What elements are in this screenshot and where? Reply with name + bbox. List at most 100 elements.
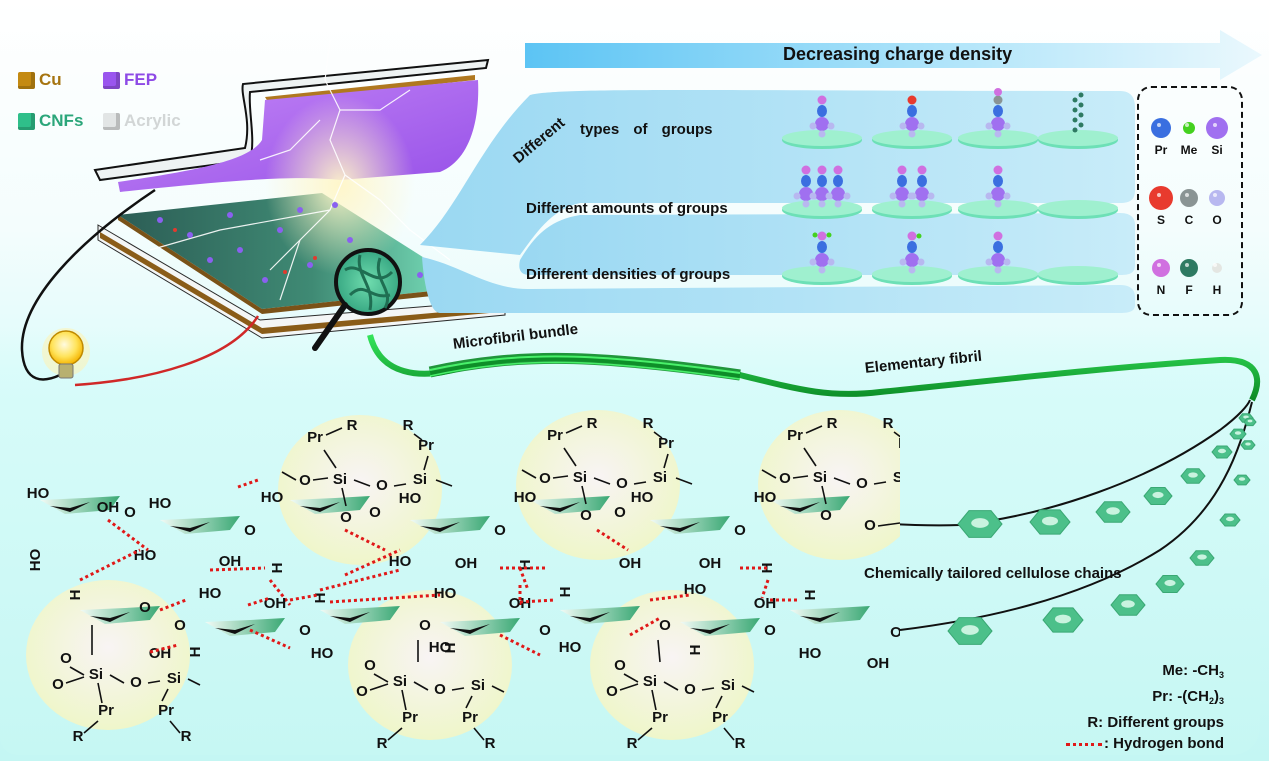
fluorinated-chain (1072, 117, 1078, 123)
bulb-base (58, 363, 74, 379)
atom-label: O (299, 472, 311, 489)
magnifier-lens (334, 248, 402, 316)
atom-label: Si (573, 469, 587, 486)
bond (651, 689, 657, 711)
bond (565, 425, 583, 434)
bond (792, 475, 809, 479)
top-acrylic-sheet (93, 58, 490, 182)
band-amounts (519, 213, 1135, 275)
bond (147, 680, 161, 684)
atom-label: O (364, 657, 376, 674)
atom-label: Me (1181, 143, 1198, 157)
legend-cnfs: CNFs (18, 111, 83, 131)
bond (552, 475, 569, 479)
bond (325, 427, 343, 436)
bond (675, 477, 693, 485)
atom-label: HO (134, 547, 157, 564)
bond (619, 683, 639, 691)
fluorinated-chain (1078, 112, 1084, 118)
chains-label-text: Chemically tailored cellulose chains (864, 565, 1122, 582)
atom-label: O (890, 624, 900, 641)
atom-label: O (60, 650, 72, 667)
bond (741, 685, 755, 693)
note-pr: Pr: -(CH2)3 (1152, 688, 1224, 706)
atom-label: HO (27, 485, 50, 502)
siloxane-bubble (278, 415, 442, 565)
hydrogen-bond (268, 579, 292, 606)
glucose-ring (680, 618, 760, 636)
cube-icon (103, 71, 120, 89)
atom-label: H (312, 593, 329, 604)
bond (353, 479, 371, 487)
atom-label: O (52, 676, 64, 693)
bond (803, 447, 817, 467)
atom-label: Si (471, 677, 485, 694)
bond (423, 455, 429, 471)
glucose-ring (790, 606, 870, 624)
silane-model (815, 187, 829, 201)
atom-label: H (67, 590, 84, 601)
atom-label: O (614, 657, 626, 674)
atom-label: O (539, 622, 551, 639)
atom-label: HO (311, 645, 334, 662)
bottom-cu-layer (100, 232, 500, 334)
hydrogen-bond (249, 628, 291, 650)
glucose-ring (440, 618, 520, 636)
atom-label: Si (89, 666, 103, 683)
legend-label: Cu (39, 70, 62, 89)
hydrogen-bond (237, 478, 259, 489)
bond (491, 685, 505, 693)
atom-label: O (539, 470, 551, 487)
atom-label: OH (754, 595, 777, 612)
atom-label: O (684, 681, 696, 698)
bundle-highlight (429, 361, 741, 380)
fluorinated-chain (1072, 97, 1078, 103)
silane-model (991, 187, 1005, 201)
hydrogen-bond (596, 528, 629, 552)
arrow-label: Decreasing charge density (783, 44, 1013, 64)
fluorinated-chain (1072, 127, 1078, 133)
atom-label: OH (219, 553, 242, 570)
bond (663, 681, 679, 691)
atom-label: Si (813, 469, 827, 486)
bond (169, 720, 181, 734)
atom-label: Si (653, 469, 667, 486)
hydrogen-bond (344, 528, 386, 552)
atom-label: HO (559, 639, 582, 656)
silane-model (815, 117, 829, 131)
atom-si-icon (1206, 117, 1228, 139)
atom-o-icon (1209, 190, 1225, 206)
glucose-ring (650, 516, 730, 534)
atom-label: HO (514, 489, 537, 506)
atom-label: O (434, 681, 446, 698)
bond (805, 425, 823, 434)
cube-icon (103, 112, 120, 130)
bond (623, 673, 639, 683)
hydrogen-bond (649, 593, 691, 602)
atom-label: H (1213, 283, 1222, 297)
atom-label: Pr (712, 709, 728, 726)
atom-label: O (580, 507, 592, 524)
bond (473, 727, 485, 741)
label-chemically-tailored: Chemically tailored cellulose chains (864, 565, 1122, 582)
atom-label: Pr (898, 435, 900, 452)
hydrogen-bond (159, 598, 187, 612)
atom-me-icon (1183, 122, 1195, 134)
atom-label: H (557, 587, 574, 598)
atom-c-icon (1180, 189, 1198, 207)
teng-device-illustration (20, 39, 506, 387)
charge-density-arrow (525, 30, 1262, 80)
atom-label: Pr (98, 702, 114, 719)
atom-label: O (130, 674, 142, 691)
atom-label: HO (429, 639, 452, 656)
note-me: Me: -CH3 (1162, 662, 1224, 680)
bond (581, 485, 587, 505)
hydrogen-bond (247, 596, 271, 607)
glucose-ring (770, 496, 850, 514)
bond (821, 485, 827, 505)
atom-label: O (139, 599, 151, 616)
atom-label: HO (389, 553, 412, 570)
